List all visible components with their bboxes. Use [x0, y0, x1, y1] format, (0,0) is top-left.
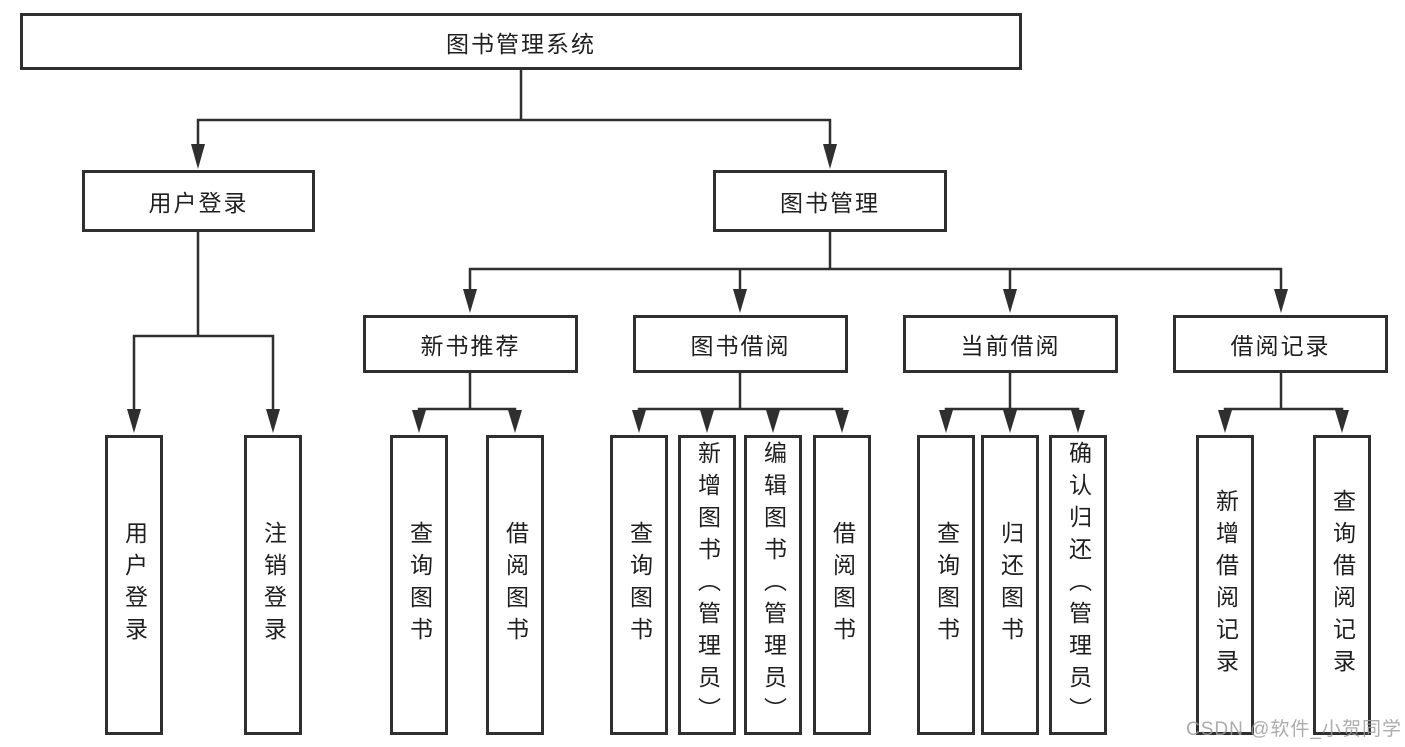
leaf-edit-book-admin: 编辑图书（管理员） [744, 435, 802, 735]
leaf-query-borrow-record-label: 查询借阅记录 [1329, 489, 1356, 681]
leaf-logout: 注销登录 [244, 435, 302, 735]
leaf-query-books-2: 查询图书 [610, 435, 668, 735]
leaf-return-books: 归还图书 [981, 435, 1039, 735]
node-new-book-recommend: 新书推荐 [363, 315, 578, 373]
node-book-management: 图书管理 [713, 170, 947, 232]
leaf-borrow-books-1-label: 借阅图书 [502, 521, 529, 649]
leaf-query-books-1-label: 查询图书 [406, 521, 433, 649]
node-book-borrow: 图书借阅 [633, 315, 848, 373]
leaf-query-books-2-label: 查询图书 [626, 521, 653, 649]
node-current-borrow: 当前借阅 [903, 315, 1118, 373]
node-book-management-label: 图书管理 [780, 190, 880, 216]
leaf-edit-book-admin-label: 编辑图书（管理员） [760, 441, 787, 729]
node-user-login: 用户登录 [82, 170, 315, 232]
node-root: 图书管理系统 [20, 13, 1022, 70]
leaf-query-books-3-label: 查询图书 [933, 521, 960, 649]
node-new-book-recommend-label: 新书推荐 [420, 333, 521, 359]
leaf-confirm-return-admin: 确认归还（管理员） [1049, 435, 1107, 735]
node-borrow-records: 借阅记录 [1173, 315, 1388, 373]
node-root-label: 图书管理系统 [446, 30, 596, 57]
leaf-user-login: 用户登录 [105, 435, 163, 735]
leaf-add-borrow-record-label: 新增借阅记录 [1212, 489, 1239, 681]
node-book-borrow-label: 图书借阅 [690, 333, 791, 359]
node-borrow-records-label: 借阅记录 [1230, 333, 1331, 359]
node-user-login-label: 用户登录 [148, 190, 249, 216]
leaf-logout-label: 注销登录 [260, 521, 287, 649]
leaf-query-books-1: 查询图书 [390, 435, 448, 735]
leaf-borrow-books-1: 借阅图书 [486, 435, 544, 735]
leaf-query-books-3: 查询图书 [917, 435, 975, 735]
node-current-borrow-label: 当前借阅 [960, 333, 1061, 359]
leaf-user-login-label: 用户登录 [121, 521, 148, 649]
leaf-add-book-admin: 新增图书（管理员） [678, 435, 736, 735]
csdn-watermark: CSDN @软件_小贺同学 [1186, 719, 1402, 740]
leaf-add-borrow-record: 新增借阅记录 [1196, 435, 1254, 735]
leaf-confirm-return-admin-label: 确认归还（管理员） [1065, 441, 1092, 729]
leaf-borrow-books-2: 借阅图书 [813, 435, 871, 735]
leaf-return-books-label: 归还图书 [997, 521, 1024, 649]
leaf-borrow-books-2-label: 借阅图书 [829, 521, 856, 649]
leaf-query-borrow-record: 查询借阅记录 [1313, 435, 1371, 735]
leaf-add-book-admin-label: 新增图书（管理员） [694, 441, 721, 729]
